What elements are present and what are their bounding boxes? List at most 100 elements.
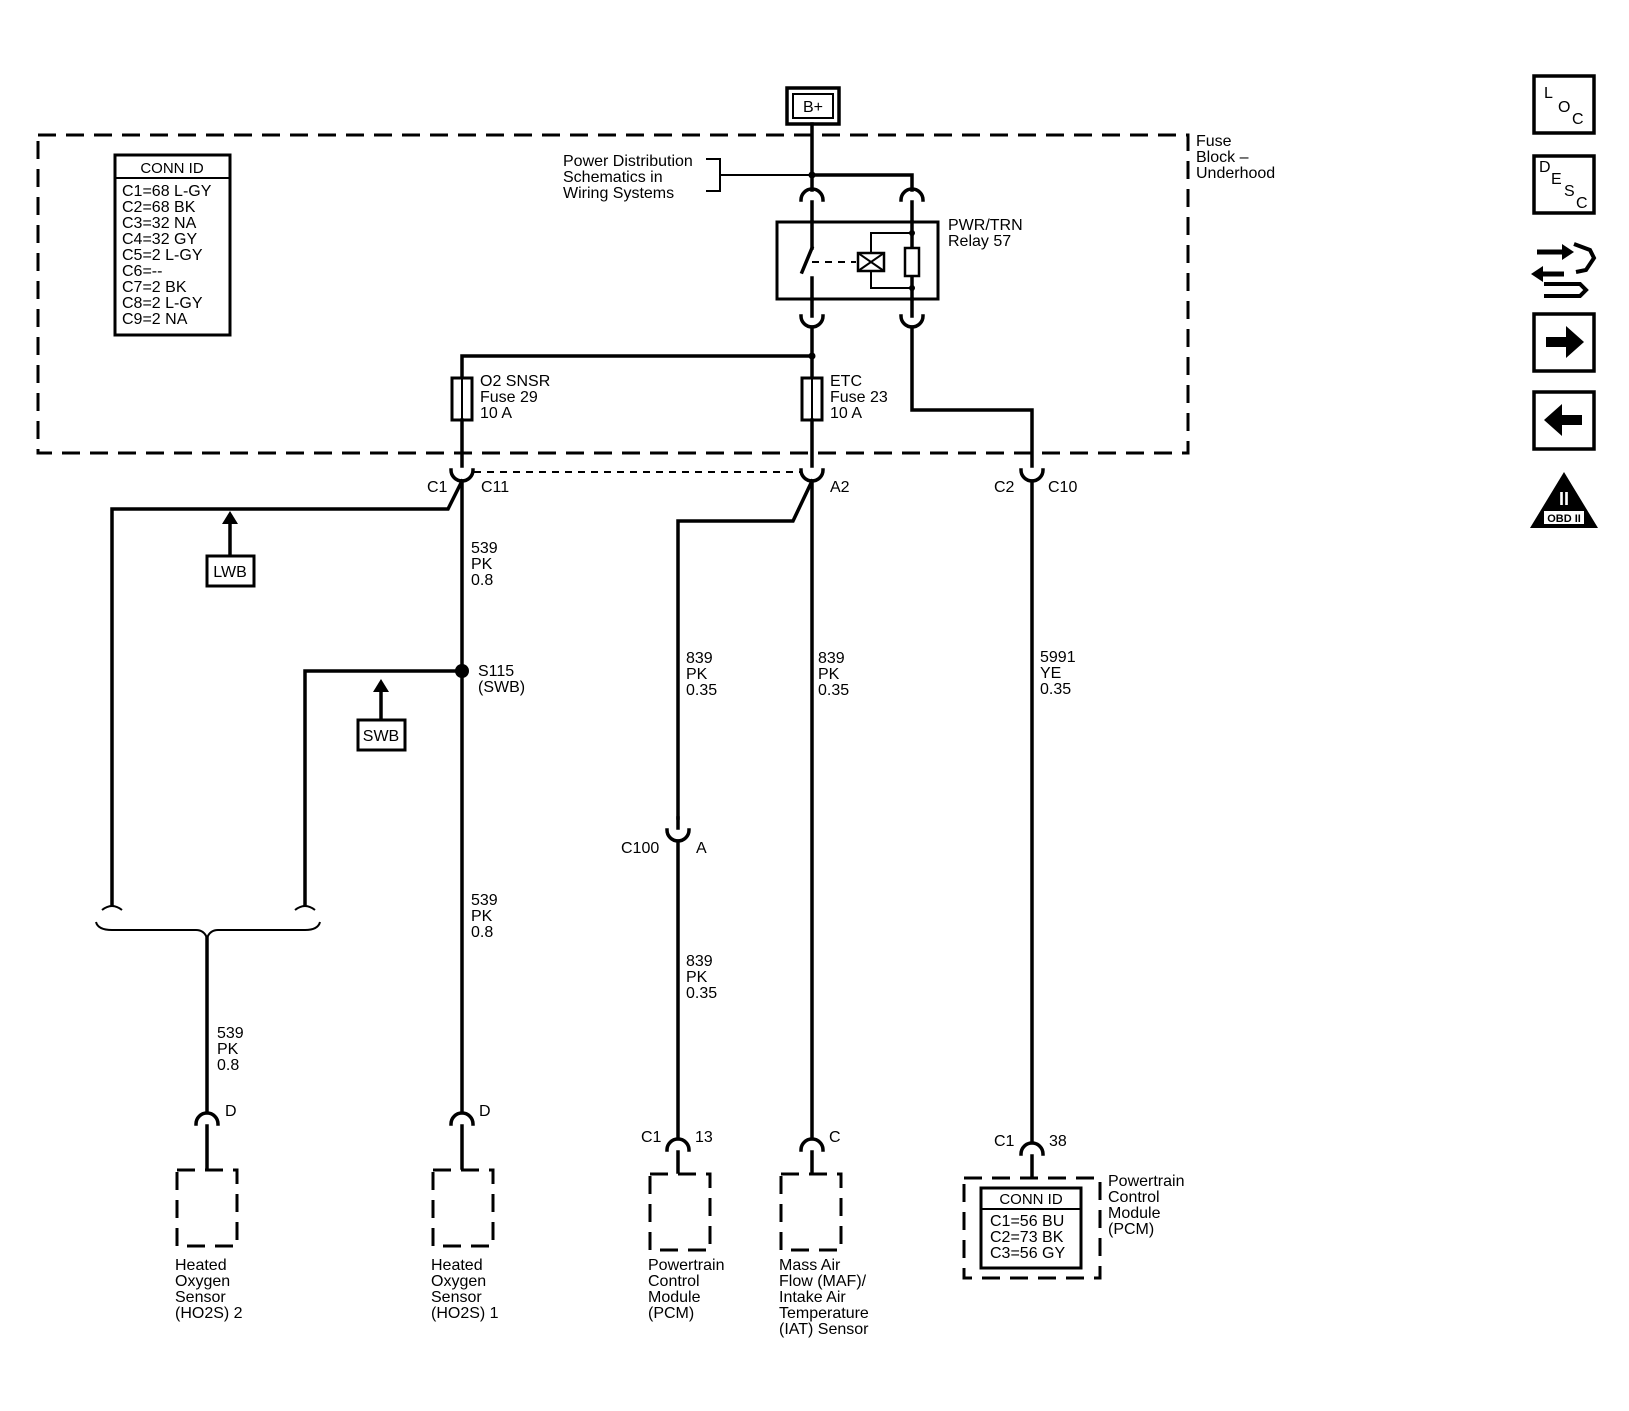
ho2s2-component (175, 1168, 239, 1248)
connector-pcm-c1-13 (665, 1137, 691, 1152)
svg-text:Sensor: Sensor (175, 1289, 226, 1306)
pcm2-conn-id-table: CONN ID C1=56 BU C2=73 BK C3=56 GY (979, 1186, 1083, 1270)
fuse-o2-snsr-29 (450, 376, 474, 422)
arrow-left-icon[interactable] (1532, 390, 1596, 451)
svg-text:13: 13 (695, 1129, 713, 1146)
svg-text:539: 539 (471, 540, 498, 557)
relay-output-bus (460, 325, 814, 380)
fuse-etc-label: ETC Fuse 23 10 A (830, 373, 888, 422)
svg-text:Flow (MAF)/: Flow (MAF)/ (779, 1273, 867, 1290)
pcm2-component (962, 1176, 1102, 1280)
arrow-right-icon[interactable] (1532, 312, 1596, 373)
svg-text:C1: C1 (994, 1133, 1015, 1150)
svg-text:Block –: Block – (1196, 149, 1249, 166)
svg-text:0.35: 0.35 (1040, 681, 1071, 698)
fuse-block-label: Fuse Block – Underhood (1196, 133, 1275, 182)
svg-text:Intake Air: Intake Air (779, 1289, 846, 1306)
svg-text:C2=73 BK: C2=73 BK (990, 1229, 1064, 1246)
svg-text:Oxygen: Oxygen (175, 1273, 230, 1290)
svg-text:Powertrain: Powertrain (648, 1257, 724, 1274)
fuse-block-boundary (36, 133, 1190, 455)
connector-ho2s1 (449, 1111, 475, 1126)
maf-iat-label: Mass Air Flow (MAF)/ Intake Air Temperat… (779, 1257, 869, 1338)
connector-ho2s2-pin: D (225, 1103, 237, 1120)
svg-text:ETC: ETC (830, 373, 862, 390)
svg-text:C10: C10 (1048, 479, 1077, 496)
svg-text:B+: B+ (803, 99, 823, 116)
svg-text:Fuse 23: Fuse 23 (830, 389, 888, 406)
wire-839-c-label: 839 PK 0.35 (686, 953, 717, 1002)
svg-text:OBD II: OBD II (1547, 513, 1581, 525)
connector-pcm-c1-38 (1019, 1141, 1045, 1156)
loc-icon[interactable]: L O C (1532, 74, 1596, 135)
desc-icon[interactable]: D E S C (1532, 154, 1596, 215)
svg-text:Heated: Heated (175, 1257, 227, 1274)
svg-text:C3=32 NA: C3=32 NA (122, 215, 197, 232)
swb-branch-wire (303, 669, 464, 907)
obd-ii-icon[interactable]: II OBD II (1530, 472, 1598, 528)
svg-text:C3=56 GY: C3=56 GY (990, 1245, 1065, 1262)
svg-text:5991: 5991 (1040, 649, 1076, 666)
wire-5991-label: 5991 YE 0.35 (1040, 649, 1076, 698)
wire-839-b-label: 839 PK 0.35 (818, 650, 849, 699)
svg-text:CONN ID: CONN ID (140, 160, 204, 177)
connector-maf (799, 1137, 825, 1152)
fuse-o2-snsr-label: O2 SNSR Fuse 29 10 A (480, 373, 550, 422)
svg-text:S: S (1564, 183, 1575, 200)
svg-text:0.8: 0.8 (217, 1057, 239, 1074)
svg-text:Sensor: Sensor (431, 1289, 482, 1306)
svg-text:(HO2S) 1: (HO2S) 1 (431, 1305, 499, 1322)
svg-text:Control: Control (648, 1273, 700, 1290)
ho2s2-label: Heated Oxygen Sensor (HO2S) 2 (175, 1257, 243, 1322)
svg-text:0.8: 0.8 (471, 572, 493, 589)
lwb-branch-wire (110, 478, 465, 907)
pcm-component (648, 1172, 712, 1252)
svg-text:C5=2 L-GY: C5=2 L-GY (122, 247, 203, 264)
svg-text:Fuse: Fuse (1196, 133, 1232, 150)
svg-text:A2: A2 (830, 479, 850, 496)
svg-text:0.8: 0.8 (471, 924, 493, 941)
pcm-label: Powertrain Control Module (PCM) (648, 1257, 724, 1322)
svg-text:Module: Module (648, 1289, 701, 1306)
svg-text:839: 839 (818, 650, 845, 667)
b-plus-feed-wire (810, 122, 914, 192)
svg-text:Underhood: Underhood (1196, 165, 1275, 182)
ho2s1-label: Heated Oxygen Sensor (HO2S) 1 (431, 1257, 499, 1322)
svg-text:C7=2 BK: C7=2 BK (122, 279, 187, 296)
splice-s115-label: S115 (SWB) (478, 663, 525, 696)
svg-text:Oxygen: Oxygen (431, 1273, 486, 1290)
svg-text:C6=--: C6=-- (122, 263, 162, 280)
svg-text:0.35: 0.35 (818, 682, 849, 699)
connector-ho2s1-pin: D (479, 1103, 491, 1120)
svg-text:PK: PK (818, 666, 840, 683)
svg-text:S115: S115 (478, 663, 514, 680)
power-distribution-note: Power Distribution Schematics in Wiring … (563, 153, 812, 202)
svg-text:II: II (1559, 489, 1569, 509)
svg-text:Power Distribution: Power Distribution (563, 153, 693, 170)
svg-text:839: 839 (686, 650, 713, 667)
wrench-swap-icon[interactable] (1531, 242, 1597, 298)
svg-text:PK: PK (686, 969, 708, 986)
svg-text:Schematics in: Schematics in (563, 169, 663, 186)
svg-text:D: D (1539, 159, 1551, 176)
svg-text:SWB: SWB (363, 728, 399, 745)
svg-text:C4=32 GY: C4=32 GY (122, 231, 197, 248)
svg-text:C: C (1572, 111, 1584, 128)
svg-text:C9=2 NA: C9=2 NA (122, 311, 188, 328)
svg-text:Fuse 29: Fuse 29 (480, 389, 538, 406)
svg-text:Relay 57: Relay 57 (948, 233, 1011, 250)
svg-text:38: 38 (1049, 1133, 1067, 1150)
svg-text:PK: PK (471, 556, 493, 573)
svg-text:C1: C1 (641, 1129, 662, 1146)
svg-text:E: E (1551, 171, 1562, 188)
swb-reference: SWB (356, 679, 407, 752)
svg-text:C2=68 BK: C2=68 BK (122, 199, 196, 216)
svg-text:(HO2S) 2: (HO2S) 2 (175, 1305, 243, 1322)
svg-text:YE: YE (1040, 665, 1061, 682)
svg-text:C2: C2 (994, 479, 1015, 496)
relay-terminal-top-right (899, 187, 925, 202)
svg-text:C8=2 L-GY: C8=2 L-GY (122, 295, 203, 312)
svg-text:CONN ID: CONN ID (999, 1191, 1063, 1208)
svg-text:(SWB): (SWB) (478, 679, 525, 696)
